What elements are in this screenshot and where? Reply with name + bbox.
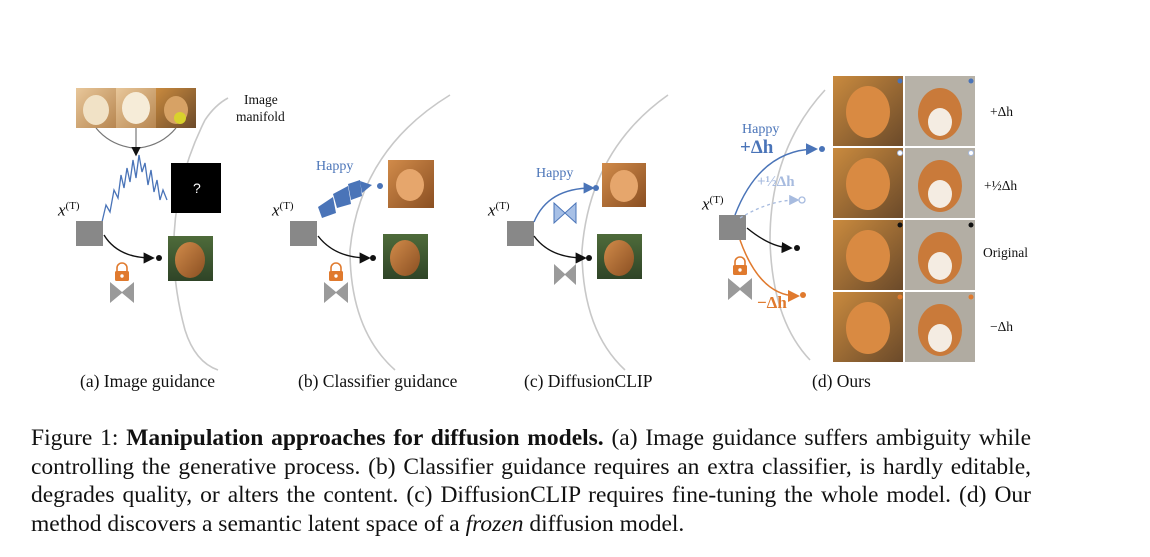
subcaption-a: (a) Image guidance (80, 371, 216, 391)
panel-a (76, 88, 229, 371)
manifold-label-1: Image (244, 92, 278, 107)
minus-dh-label: −Δh (757, 293, 787, 312)
reference-images (76, 88, 196, 128)
happy-label-b: Happy (316, 159, 354, 174)
subcaption-d: (d) Ours (812, 371, 871, 391)
result-grid (833, 76, 975, 362)
xT-label-d: x(T) (702, 194, 724, 214)
noisy-trajectory (101, 154, 168, 223)
half-dh-label: +½Δh (757, 174, 795, 190)
caption-body-1: (a) Image guidance suffers ambiguity whi… (31, 425, 1031, 537)
panel-b (290, 94, 451, 371)
subcaption-b: (b) Classifier guidance (298, 371, 458, 391)
xT-label-a: x(T) (58, 200, 80, 220)
xT-label-c: x(T) (488, 200, 510, 220)
xT-label-b: x(T) (272, 200, 294, 220)
caption-title: Manipulation approaches for diffusion mo… (126, 425, 604, 451)
figure-drawing (76, 76, 975, 371)
unknown-mark: ? (193, 180, 201, 196)
frozen-model-icon (110, 282, 134, 303)
row-label-half: +½Δh (984, 178, 1018, 193)
frozen-model-icon (728, 278, 752, 300)
unknown-box (171, 163, 221, 213)
caption-body-2: diffusion model. (523, 510, 685, 537)
row-label-plus: +Δh (990, 104, 1014, 119)
frozen-model-icon (324, 282, 348, 303)
lock-icon (733, 256, 747, 275)
lock-icon (329, 262, 343, 281)
happy-label-c: Happy (536, 166, 574, 181)
manifold-label-2: manifold (236, 109, 285, 124)
figure-caption: Figure 1: Manipulation approaches for di… (31, 424, 1031, 538)
finetuned-model-icon (553, 201, 577, 225)
row-label-original: Original (983, 245, 1028, 260)
frozen-model-icon (554, 264, 576, 285)
panel-c (507, 94, 669, 371)
subcaption-c: (c) DiffusionCLIP (524, 371, 653, 391)
row-label-minus: −Δh (990, 319, 1014, 334)
caption-prefix: Figure 1: (31, 425, 127, 451)
lock-icon (115, 262, 129, 281)
plus-dh-label: +Δh (740, 137, 774, 158)
noise-square (76, 221, 103, 246)
figure-1: Image manifold ? x(T) x(T) x(T) x(T) Hap… (58, 76, 1028, 391)
happy-label-d: Happy (742, 122, 780, 137)
panel-d (719, 76, 975, 362)
caption-frozen: frozen (465, 510, 524, 537)
